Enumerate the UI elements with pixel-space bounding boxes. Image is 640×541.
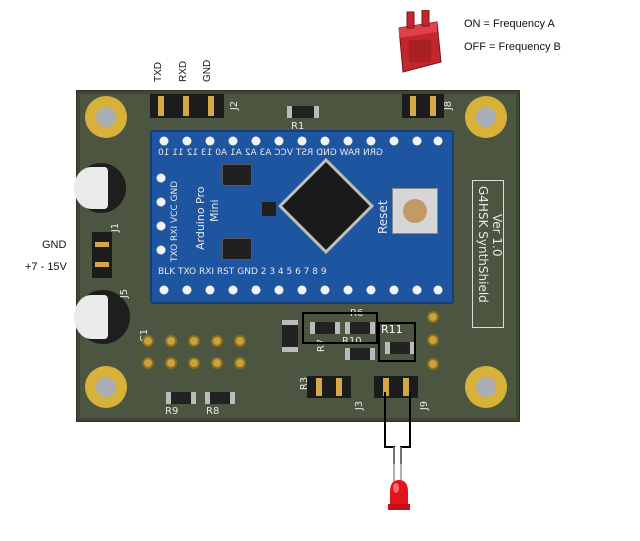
arduino-left-pin-labels: TXO RXI VCC GND	[170, 180, 180, 262]
header-j3	[307, 376, 351, 398]
resistor-r7	[282, 320, 298, 352]
arduino-top-pin-row	[158, 134, 443, 146]
red-led-icon	[386, 478, 412, 512]
ref-j1: J1	[110, 222, 122, 233]
mount-hole	[85, 366, 127, 408]
arduino-title-line1: Arduino Pro	[194, 186, 207, 250]
ref-r11: R11	[381, 323, 403, 336]
board-name: G4HSK SynthShield	[476, 186, 490, 303]
resistor-r9	[166, 392, 196, 404]
pad-column-right	[426, 310, 440, 372]
ref-r1: R1	[291, 121, 305, 132]
highlight-box-r6-r7	[302, 312, 378, 344]
header-j2	[150, 94, 224, 118]
ref-r10: R10	[342, 336, 362, 347]
txd-label: TXD	[153, 62, 164, 82]
capacitor-c1	[74, 290, 130, 344]
jumper-icon	[393, 9, 443, 76]
resistor-r11	[385, 342, 415, 354]
ref-r8: R8	[206, 406, 220, 417]
mount-hole	[465, 96, 507, 138]
power-voltage-label: +7 - 15V	[25, 261, 67, 273]
led-wiring	[370, 392, 430, 512]
header-j1-power	[92, 232, 112, 278]
legend-off: OFF = Frequency B	[464, 41, 561, 53]
power-gnd-label: GND	[42, 239, 67, 251]
header-j8	[402, 94, 444, 118]
resistor-r10	[345, 348, 375, 360]
arduino-bottom-pin-row	[158, 283, 443, 295]
pad-grid	[142, 333, 252, 373]
ref-j3: J3	[354, 400, 366, 411]
highlight-box-r11	[378, 322, 416, 362]
reset-label: Reset	[376, 200, 390, 234]
arduino-top-pin-labels: GRN RAW GND RST VCC A3 A2 A1 A0 13 12 11…	[158, 148, 383, 158]
arduino-bottom-pin-labels: BLK TXO RXI RST GND 2 3 4 5 6 7 8 9	[158, 267, 327, 277]
gnd-label-top: GND	[202, 59, 213, 82]
legend-on: ON = Frequency A	[464, 18, 555, 30]
ref-r9: R9	[165, 406, 179, 417]
reset-button	[392, 188, 438, 234]
board-info-box	[472, 180, 504, 328]
arduino-left-pin-row	[155, 170, 167, 270]
arduino-title-line2: Mini	[208, 199, 221, 222]
resistor-r1	[287, 106, 319, 118]
resistor-r6b	[345, 322, 375, 334]
board-version: Ver 1.0	[490, 214, 504, 257]
resistor-r8	[205, 392, 235, 404]
capacitor-top	[74, 163, 126, 213]
rxd-label: RXD	[178, 60, 189, 82]
ref-j2: J2	[229, 100, 241, 111]
arduino-chip-small	[222, 164, 252, 186]
mount-hole	[85, 96, 127, 138]
arduino-chip-small	[222, 238, 252, 260]
arduino-chip-small	[262, 202, 276, 216]
resistor-r6a	[310, 322, 340, 334]
ref-j8: J8	[443, 100, 455, 111]
ref-j5: J5	[119, 288, 131, 299]
mount-hole	[465, 366, 507, 408]
